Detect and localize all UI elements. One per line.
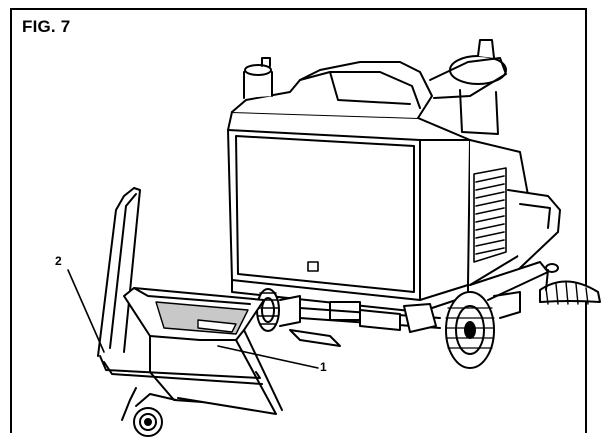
leader-line-1 — [217, 345, 319, 369]
callout-1: 1 — [320, 360, 327, 374]
callout-2: 2 — [55, 254, 62, 268]
vent-grille — [473, 167, 507, 263]
sweeper-machine — [227, 39, 561, 313]
figure-frame — [10, 8, 587, 433]
figure-title: FIG. 7 — [22, 17, 71, 36]
leader-line-2 — [67, 269, 105, 353]
hopper-trolley — [97, 187, 283, 437]
undercarriage — [256, 263, 601, 369]
side-brush — [539, 263, 601, 305]
